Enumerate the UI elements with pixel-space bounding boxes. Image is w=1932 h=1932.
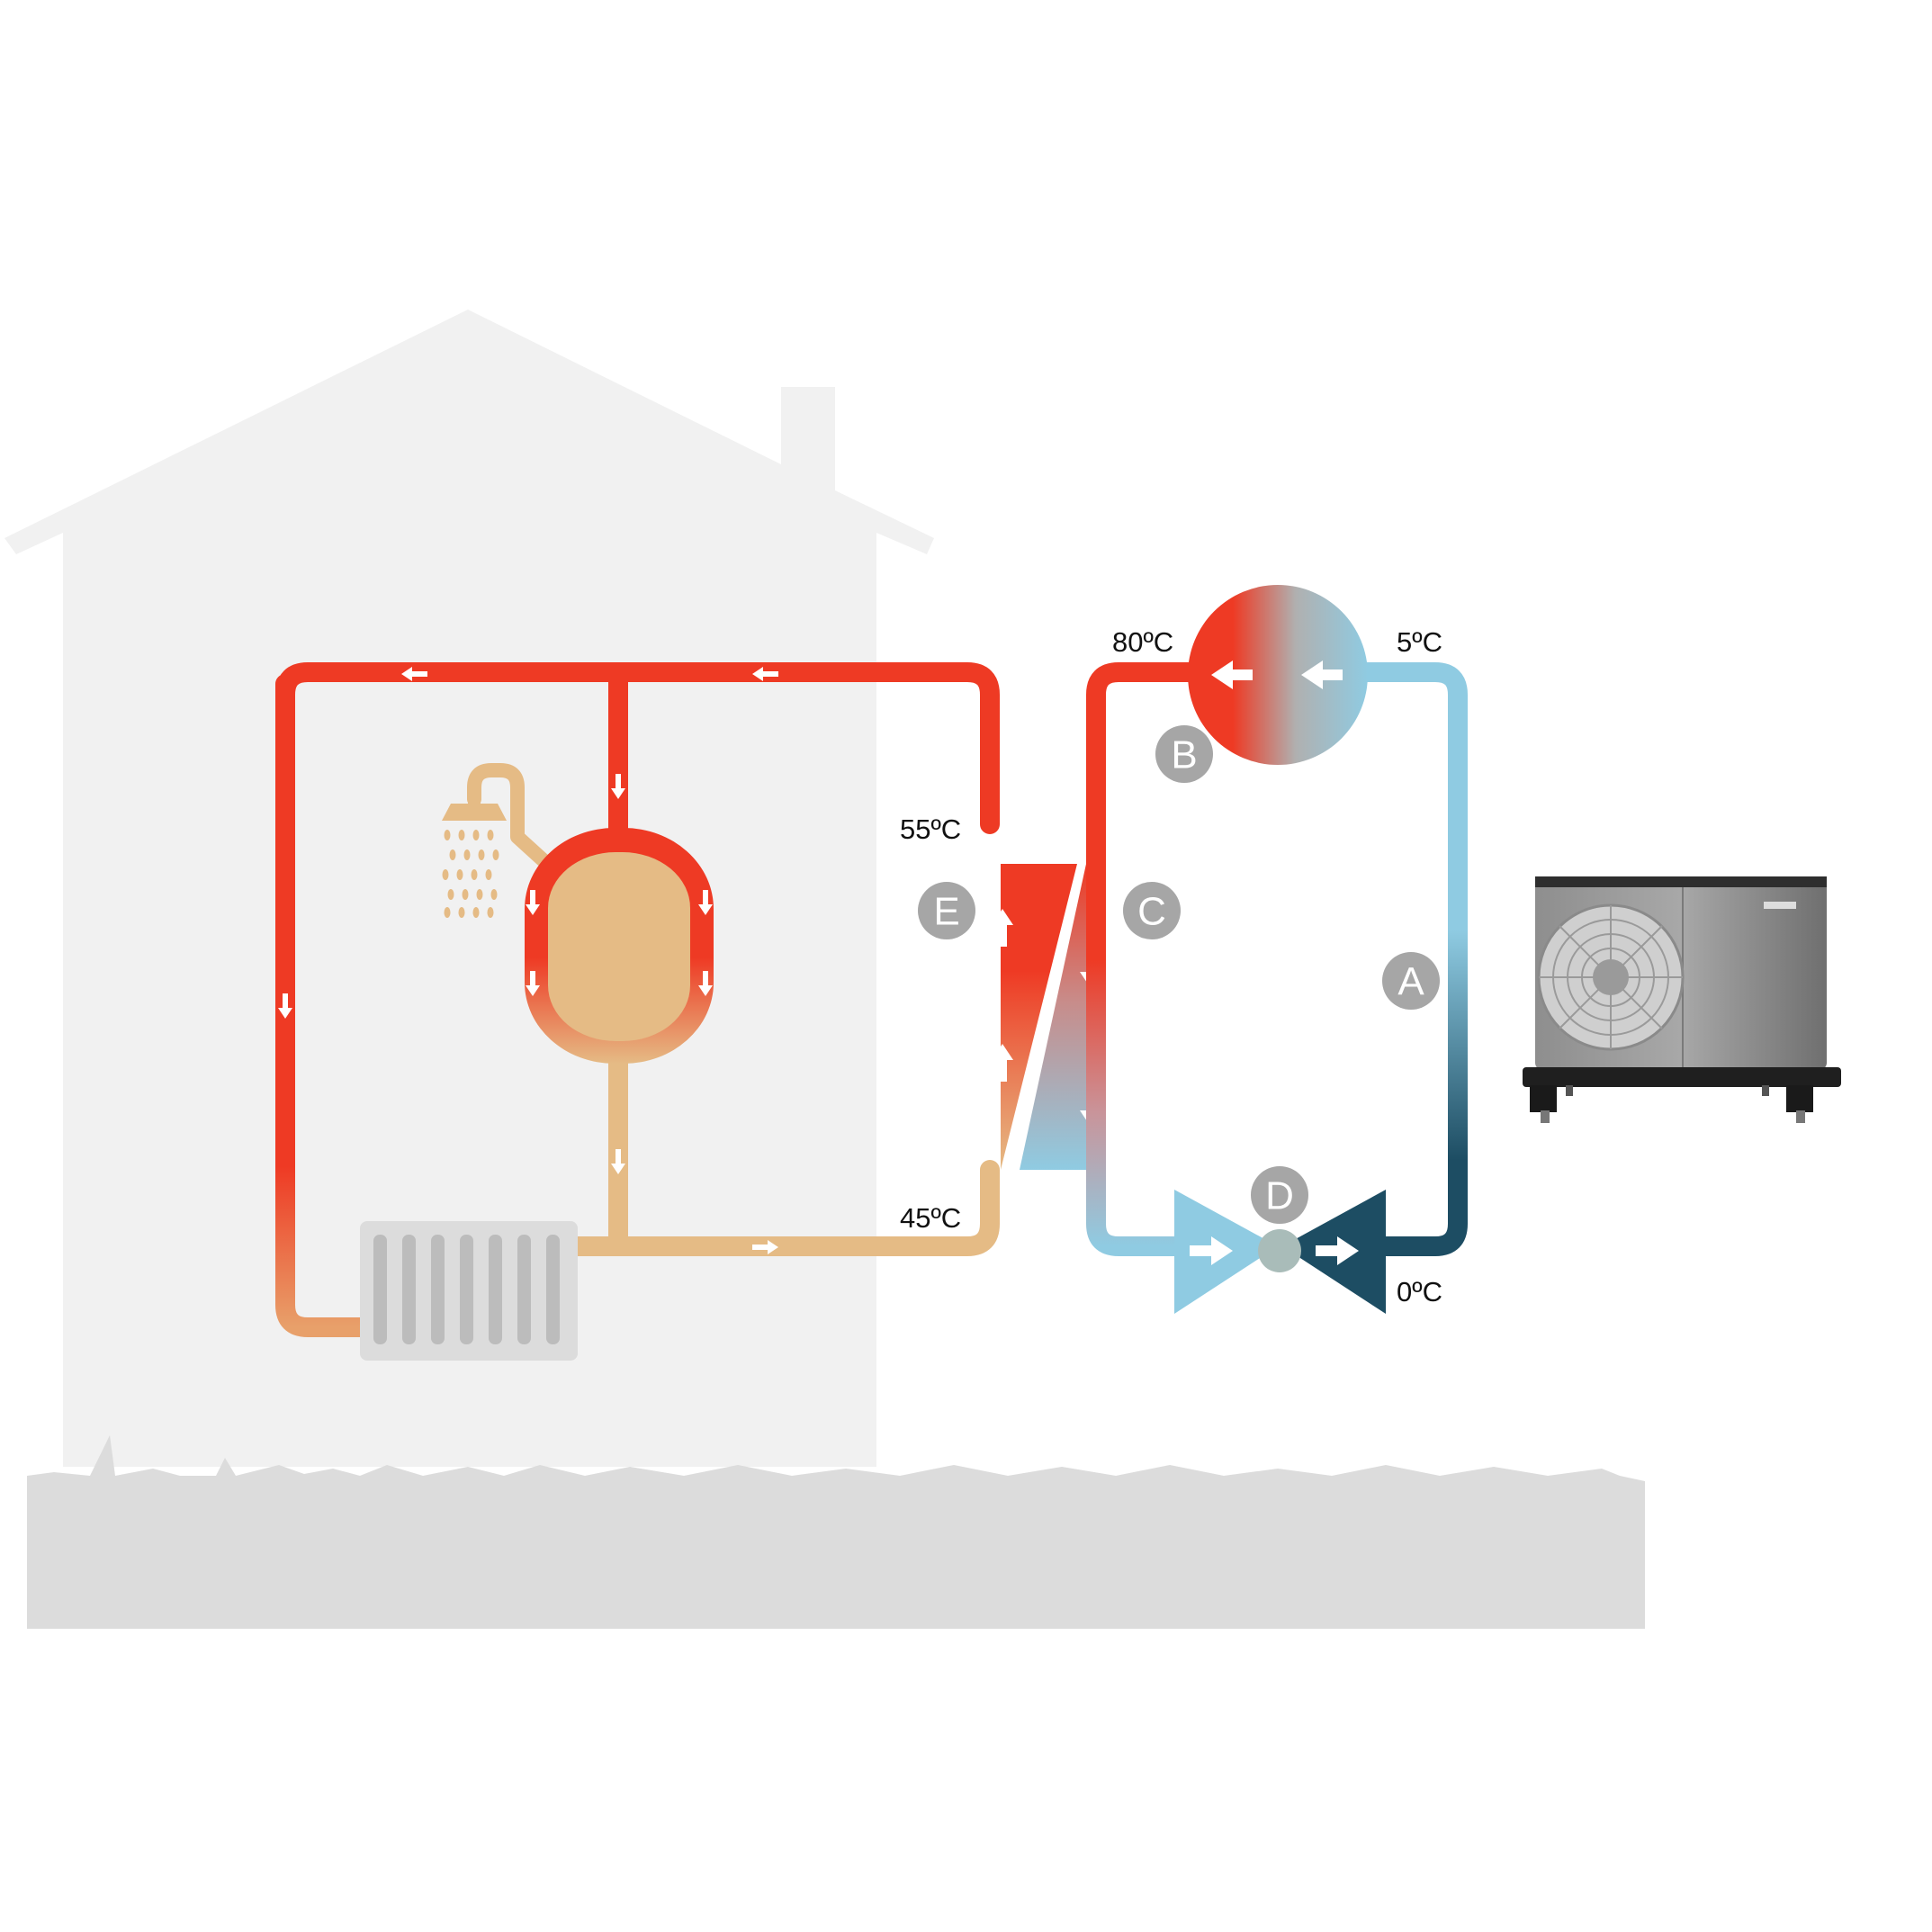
arrow-up-icon [992, 1044, 1013, 1082]
svg-text:D: D [1265, 1174, 1294, 1218]
label-a: A [1382, 952, 1440, 1010]
temp-55: 55ºC [900, 813, 961, 845]
svg-text:C: C [1137, 890, 1166, 934]
arrow-right-icon [752, 1240, 778, 1254]
arrow-down-icon [611, 774, 625, 799]
label-badges: B C E A D [918, 725, 1440, 1224]
arrow-left-icon [401, 667, 427, 681]
flow-arrows-heating [278, 667, 778, 1254]
arrow-down-icon [698, 971, 713, 996]
temp-80: 80ºC [1112, 626, 1173, 658]
label-b: B [1155, 725, 1213, 783]
arrow-down-icon [278, 993, 292, 1019]
heat-pump-outdoor-unit [1523, 876, 1841, 1123]
temp-5: 5ºC [1397, 626, 1442, 658]
expansion-valve [1174, 1190, 1386, 1314]
label-d: D [1251, 1166, 1308, 1224]
condenser [992, 864, 1101, 1170]
compressor [1188, 585, 1368, 765]
shower-icon [442, 794, 507, 918]
heating-circuit [275, 662, 1000, 1337]
label-c: C [1123, 882, 1181, 939]
condenser-heating-side [1001, 864, 1077, 1170]
arrow-left-icon [1301, 660, 1343, 689]
svg-text:A: A [1397, 960, 1424, 1004]
ground [27, 1435, 1645, 1629]
temp-45: 45ºC [900, 1202, 961, 1234]
label-e: E [918, 882, 975, 939]
house-silhouette [4, 310, 934, 1467]
temp-0: 0ºC [1397, 1276, 1442, 1307]
svg-text:B: B [1171, 733, 1197, 777]
radiator-icon [360, 1221, 578, 1361]
arrow-right-icon [1190, 1236, 1233, 1265]
temperature-labels: 80ºC 5ºC 55ºC 45ºC 0ºC [900, 626, 1442, 1307]
arrow-up-icon [992, 909, 1013, 947]
arrow-left-icon [752, 667, 778, 681]
condenser-refrigerant-side [1020, 864, 1096, 1170]
arrow-down-icon [526, 971, 540, 996]
arrow-down-icon [526, 890, 540, 915]
water-tank [525, 828, 714, 1064]
arrow-right-icon [1316, 1236, 1359, 1265]
svg-text:E: E [933, 890, 959, 934]
arrow-down-icon [611, 1149, 625, 1174]
refrigerant-circuit [1086, 662, 1468, 1256]
arrow-down-icon [698, 890, 713, 915]
arrow-left-icon [1211, 660, 1253, 689]
